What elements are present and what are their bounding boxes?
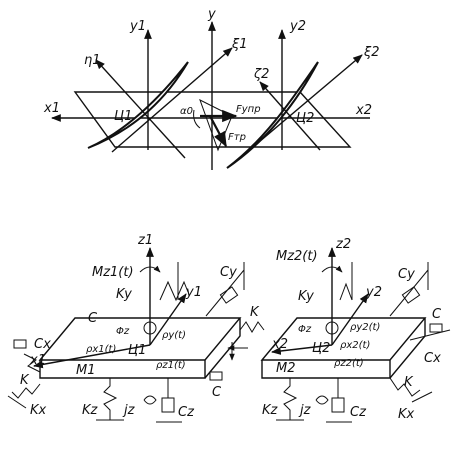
label-y2: y2 — [289, 19, 306, 34]
xi2-axis — [239, 54, 363, 159]
kx-left-ground — [7, 395, 27, 409]
label-z1: z1 — [137, 233, 153, 248]
label-cy1: Cy — [220, 265, 237, 280]
cz1-damper — [161, 397, 175, 413]
label-pz1: ρz1(t) — [156, 360, 186, 371]
top-diagram: y1 y y2 η1 ξ1 ζ2 ξ2 x1 x2 Ц1 Ц2 α0 Fупр … — [43, 7, 380, 170]
label-x1-b: x1 — [29, 353, 46, 368]
phi1-symbol — [143, 321, 157, 335]
m2-side-face — [389, 318, 426, 379]
label-pz2: ρz2(t) — [334, 358, 364, 369]
label-px1: ρx1(t) — [86, 344, 116, 355]
jz2-symbol — [315, 395, 329, 405]
label-jz2: jz — [298, 403, 312, 418]
y1-axis-b — [149, 293, 187, 346]
kx-right-spring — [389, 377, 421, 397]
cx-right-link — [409, 329, 451, 341]
mz1-arc — [139, 265, 161, 273]
label-cz1: Cz — [178, 405, 195, 420]
alpha-arc — [193, 109, 201, 129]
label-c-left: C — [88, 311, 98, 326]
label-kx-right: Kx — [398, 407, 415, 422]
label-py1: ρy(t) — [162, 330, 186, 341]
jz1-symbol — [143, 395, 157, 405]
label-xi2: ξ2 — [363, 45, 380, 60]
label-cz2: Cz — [350, 405, 367, 420]
label-cen2: Ц2 — [312, 341, 330, 356]
label-jz1: jz — [122, 403, 136, 418]
ftr-arrow — [209, 115, 227, 148]
y2-axis-b — [331, 293, 369, 346]
m1-front-face — [39, 360, 206, 379]
label-alpha0: α0 — [180, 106, 193, 117]
label-ky2: Ky — [298, 289, 314, 304]
c-right-damper — [429, 323, 443, 333]
k-mid-spring — [239, 321, 265, 333]
label-k-right: K — [404, 375, 414, 390]
label-y1: y1 — [129, 19, 146, 34]
label-m1: M1 — [76, 363, 96, 378]
x2-axis-b — [271, 344, 333, 355]
label-ftr: Fтр — [228, 132, 246, 143]
m2-front-face — [261, 360, 391, 379]
label-k-mid: K — [250, 305, 260, 320]
label-y1-b: y1 — [185, 285, 202, 300]
c-left-spring — [23, 353, 41, 373]
kz2-spring — [283, 378, 298, 420]
label-c-right: C — [432, 307, 442, 322]
label-phi2: Φz — [298, 324, 312, 335]
top-plate — [73, 91, 352, 148]
cx-left-damper — [13, 339, 27, 349]
phi2-symbol — [325, 321, 339, 335]
ky2-spring — [339, 282, 353, 301]
kz1-spring — [103, 378, 118, 420]
cy1-link — [205, 269, 245, 317]
label-cen1: Ц1 — [128, 343, 146, 358]
label-fupr: Fупр — [236, 104, 261, 115]
label-mz1: Mz1(t) — [92, 265, 134, 280]
cy2-link — [389, 269, 429, 317]
label-x2-b: x2 — [271, 337, 288, 352]
label-c1: Ц1 — [114, 109, 132, 124]
label-x1: x1 — [43, 101, 60, 116]
label-py2: ρy2(t) — [350, 322, 380, 333]
label-k-left: K — [20, 373, 30, 388]
c-mid-damper — [209, 371, 223, 381]
bottom-diagram: z1 z2 Mz1(t) Mz2(t) Ky Ky Cy Cy y1 y2 C … — [7, 233, 451, 423]
blade-left — [87, 61, 189, 149]
ky1-spring — [159, 280, 189, 302]
label-px2: ρx2(t) — [340, 340, 370, 351]
label-cy2: Cy — [398, 267, 415, 282]
xi1-axis — [111, 47, 233, 153]
cy2-damper — [401, 286, 421, 304]
label-kx-left: Kx — [30, 403, 47, 418]
eta1-axis — [95, 59, 186, 159]
x1-axis-b — [33, 344, 151, 369]
label-kz1: Kz — [82, 403, 99, 418]
label-c-mid: C — [212, 385, 222, 400]
label-eta2: ζ2 — [253, 67, 269, 82]
label-m2: M2 — [276, 361, 296, 376]
label-ky1: Ky — [116, 287, 132, 302]
label-x2: x2 — [355, 103, 372, 118]
m1-side-face — [204, 318, 241, 379]
label-y2-b: y2 — [365, 285, 382, 300]
eta2-axis — [259, 81, 321, 151]
label-cx-right: Cx — [424, 351, 441, 366]
label-z2: z2 — [335, 237, 351, 252]
mz2-arc — [321, 265, 343, 273]
label-eta1: η1 — [84, 53, 101, 68]
cz2-damper — [331, 397, 345, 413]
kx-left-spring — [11, 383, 41, 399]
label-cx-left: Cx — [34, 337, 51, 352]
label-phi1: Φz — [116, 326, 130, 337]
label-kz2: Kz — [262, 403, 279, 418]
label-xi1: ξ1 — [231, 37, 248, 52]
label-mz2: Mz2(t) — [276, 249, 318, 264]
label-y: y — [207, 7, 216, 22]
label-c2: Ц2 — [296, 111, 314, 126]
kx-right-ground — [411, 391, 433, 403]
